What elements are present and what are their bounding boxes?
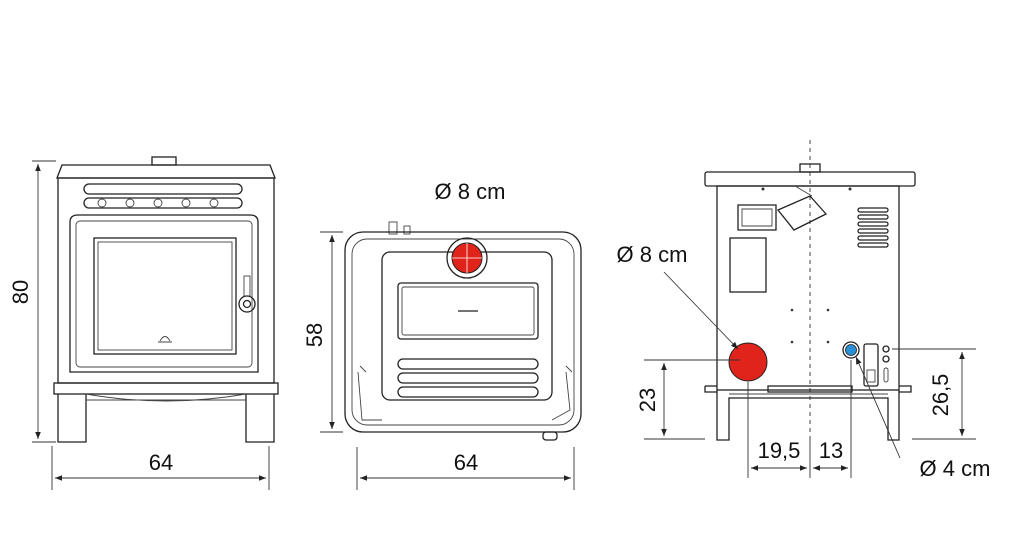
rear-flue-label: Ø 8 cm bbox=[617, 242, 688, 267]
top-width-label: 64 bbox=[454, 450, 478, 475]
rear-offset-label-a: 19,5 bbox=[758, 438, 801, 463]
air-inlet bbox=[845, 344, 857, 356]
top-depth-dimension: 58 bbox=[302, 231, 343, 433]
front-view bbox=[53, 156, 279, 443]
air-height-dimension: 26,5 bbox=[892, 348, 976, 440]
rear-view bbox=[704, 140, 916, 441]
rear-offset-label-b: 13 bbox=[819, 438, 843, 463]
top-flue-label: Ø 8 cm bbox=[435, 179, 506, 204]
air-inlet-label: Ø 4 cm bbox=[920, 456, 991, 481]
top-view bbox=[344, 221, 582, 441]
top-width-dimension: 64 bbox=[356, 447, 575, 490]
rear-flue-height-label: 23 bbox=[635, 388, 660, 412]
top-depth-label: 58 bbox=[302, 323, 327, 347]
rear-offset-dimensions: 19,5 13 bbox=[747, 360, 852, 478]
flue-outlet-rear bbox=[728, 342, 768, 382]
front-width-label: 64 bbox=[149, 450, 173, 475]
air-height-label: 26,5 bbox=[928, 374, 953, 417]
front-width-dimension: 64 bbox=[51, 446, 270, 490]
rear-flue-height-dimension: 23 bbox=[635, 359, 740, 440]
front-height-label: 80 bbox=[8, 280, 33, 304]
front-height-dimension: 80 bbox=[8, 160, 56, 443]
